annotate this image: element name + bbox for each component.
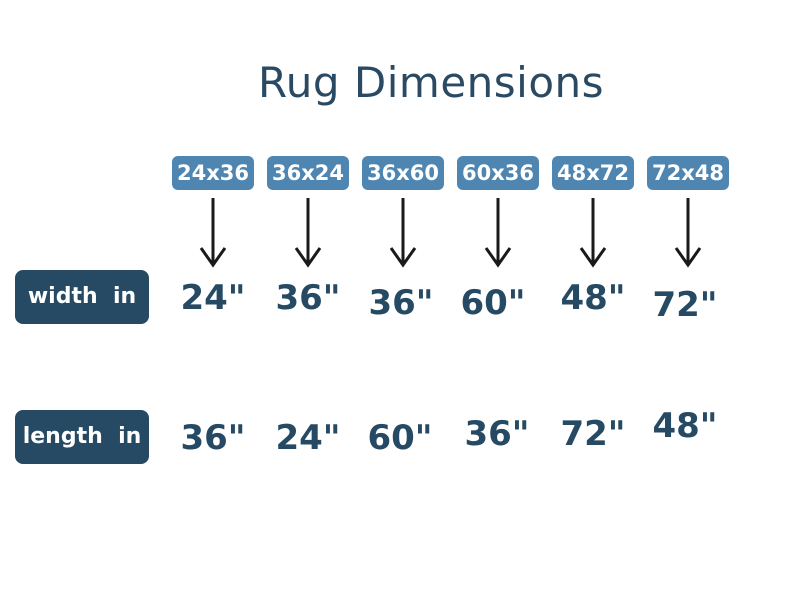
width-value-4: 60" [460,283,526,323]
size-tag-2: 36x24 [267,156,349,190]
down-arrow-icon [579,198,607,268]
size-tag-6: 72x48 [647,156,729,190]
down-arrow-icon [199,198,227,268]
width-value-1: 24" [180,278,246,318]
width-row-label: width in [15,270,149,324]
length-row-label: length in [15,410,149,464]
down-arrow-icon [389,198,417,268]
down-arrow-icon [484,198,512,268]
length-value-6: 48" [652,406,718,446]
diagram-title: Rug Dimensions [257,58,605,107]
width-value-2: 36" [275,278,341,318]
down-arrow-icon [674,198,702,268]
size-tag-1: 24x36 [172,156,254,190]
length-value-5: 72" [560,414,626,454]
length-value-3: 60" [367,418,433,458]
width-value-3: 36" [368,283,434,323]
size-tag-3: 36x60 [362,156,444,190]
size-tag-4: 60x36 [457,156,539,190]
width-value-5: 48" [560,278,626,318]
width-value-6: 72" [652,285,718,325]
length-value-4: 36" [464,414,530,454]
length-value-2: 24" [275,418,341,458]
length-value-1: 36" [180,418,246,458]
size-tag-5: 48x72 [552,156,634,190]
down-arrow-icon [294,198,322,268]
